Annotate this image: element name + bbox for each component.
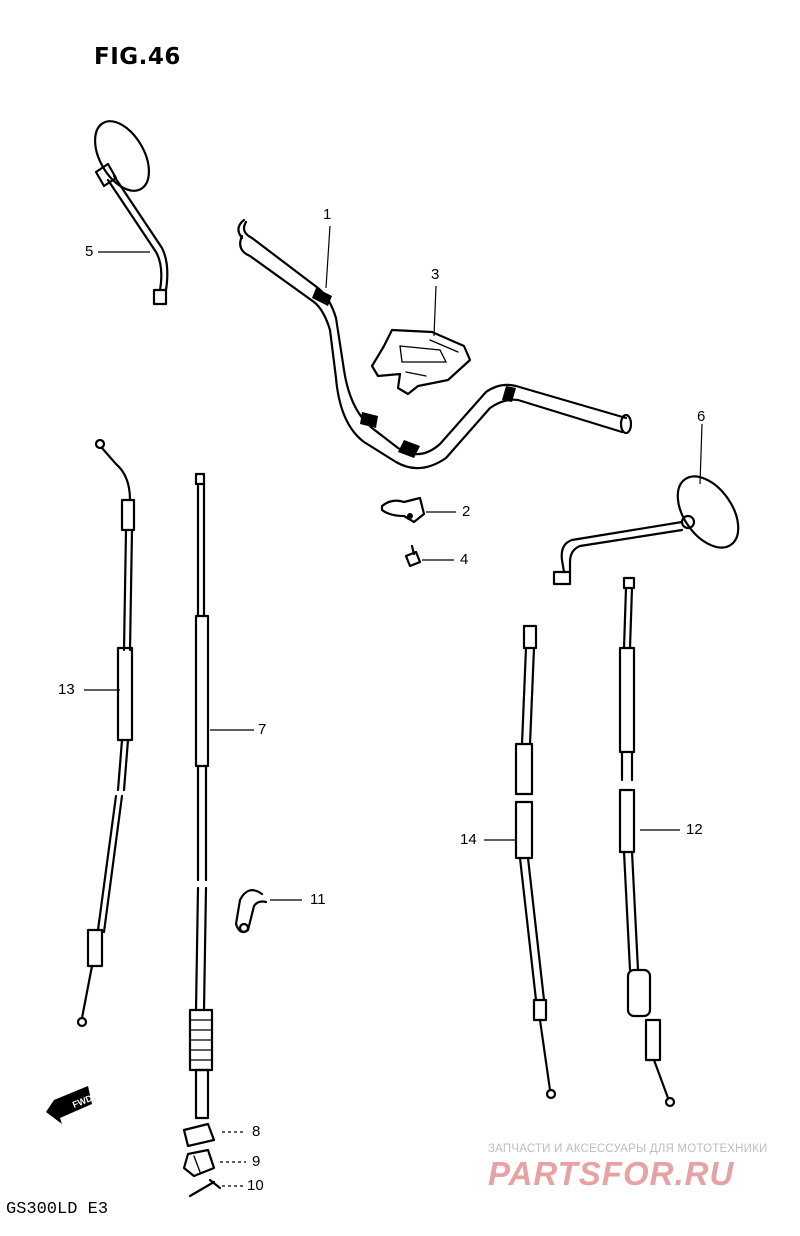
bolt-part-4: [404, 544, 422, 568]
callout-10: 10: [247, 1177, 264, 1194]
clamp-part-2: [380, 496, 426, 524]
mirror-left-part-5: [93, 120, 169, 306]
callout-4: 4: [460, 551, 469, 568]
model-code: GS300LD E3: [6, 1200, 109, 1219]
callout-14: 14: [460, 831, 477, 848]
cable-part-13: [76, 438, 136, 1028]
callout-8: 8: [252, 1123, 261, 1140]
callout-2: 2: [462, 503, 471, 520]
cap-part-8: [182, 1122, 216, 1148]
nut-part-9: [182, 1148, 216, 1178]
leader-lines: [84, 225, 703, 1187]
callout-1: 1: [323, 206, 332, 223]
callout-5: 5: [85, 243, 94, 260]
callout-6: 6: [697, 408, 706, 425]
clamp-part-11: [234, 889, 268, 934]
callout-12: 12: [686, 821, 703, 838]
handlebar-part-1: [237, 218, 633, 470]
callout-3: 3: [431, 266, 440, 283]
watermark-tagline: ЗАПЧАСТИ И АКСЕССУАРЫ ДЛЯ МОТОТЕХНИКИ: [488, 1143, 768, 1155]
callout-7: 7: [258, 721, 267, 738]
figure-title: FIG.46: [94, 44, 181, 70]
watermark-logo: PARTSFOR.RU: [488, 1155, 735, 1192]
fwd-arrow-icon: [46, 1086, 92, 1124]
callout-13: 13: [58, 681, 75, 698]
callout-11: 11: [310, 891, 326, 908]
cable-part-14: [514, 624, 557, 1100]
holder-part-3: [370, 328, 472, 396]
pin-part-10: [188, 1178, 222, 1198]
callout-9: 9: [252, 1153, 261, 1170]
cable-part-7: [188, 472, 214, 1120]
cable-part-12: [618, 576, 676, 1108]
mirror-right-part-6: [552, 475, 740, 586]
